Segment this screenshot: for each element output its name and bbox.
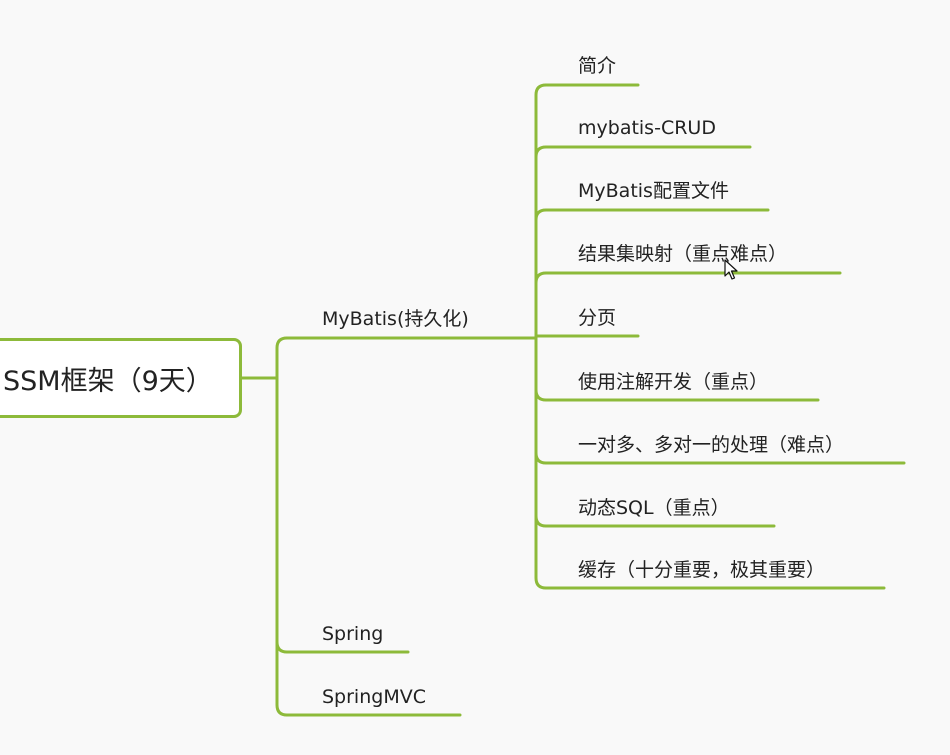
child-node-relations[interactable]: 一对多、多对一的处理（难点） <box>578 434 845 456</box>
child-node-intro[interactable]: 简介 <box>578 55 617 77</box>
connector-child-3 <box>534 208 770 222</box>
branch-node-mybatis[interactable]: MyBatis(持久化) <box>322 308 469 330</box>
connector-trunk-level1 <box>275 336 289 717</box>
child-node-dynamic-sql[interactable]: 动态SQL（重点） <box>578 497 730 519</box>
connector-spring <box>275 640 410 654</box>
child-node-crud[interactable]: mybatis-CRUD <box>578 117 716 139</box>
connector-child-6 <box>534 388 820 402</box>
root-node[interactable]: SSM框架（9天） <box>0 338 242 418</box>
child-node-resultmap[interactable]: 结果集映射（重点难点） <box>578 243 788 265</box>
branch-node-spring[interactable]: Spring <box>322 623 384 645</box>
mouse-pointer-icon <box>724 259 738 280</box>
branch-node-springmvc[interactable]: SpringMVC <box>322 686 426 708</box>
root-node-label: SSM框架（9天） <box>3 365 213 397</box>
child-node-cache[interactable]: 缓存（十分重要，极其重要） <box>578 559 826 581</box>
connector-child-7 <box>534 451 906 465</box>
connector-child-8 <box>534 514 776 528</box>
connector-child-4 <box>534 271 842 285</box>
child-node-annotations[interactable]: 使用注解开发（重点） <box>578 371 769 393</box>
child-node-paging[interactable]: 分页 <box>578 307 617 329</box>
connector-trunk-level2 <box>534 83 548 590</box>
child-node-config[interactable]: MyBatis配置文件 <box>578 180 729 202</box>
connector-child-2 <box>534 145 752 159</box>
